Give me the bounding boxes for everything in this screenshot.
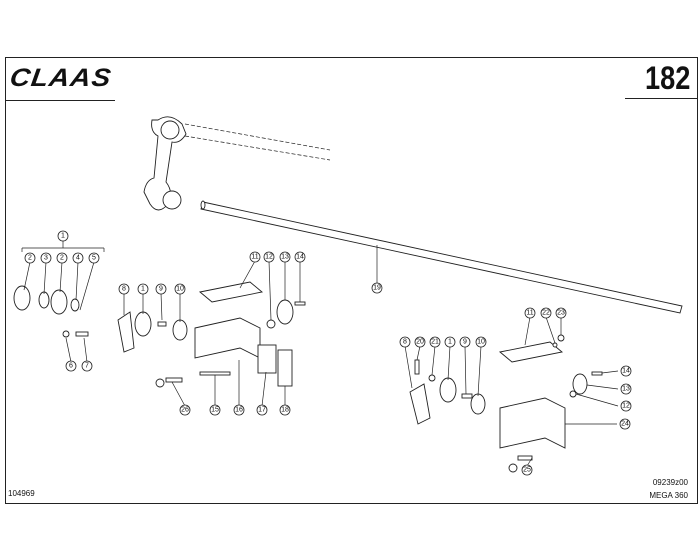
callout-8: 8 <box>399 336 411 348</box>
callout-4: 4 <box>72 252 84 264</box>
svg-text:1: 1 <box>61 233 65 240</box>
callout-8: 8 <box>118 283 130 295</box>
svg-text:10: 10 <box>176 286 184 293</box>
drawing-number: 104969 <box>8 489 35 498</box>
svg-text:11: 11 <box>526 310 533 317</box>
callout-24: 24 <box>619 418 631 430</box>
callout-25: 25 <box>521 464 533 476</box>
callouts-middle: 8 1 9 10 11 12 13 14 19 26 15 16 17 18 <box>118 251 383 416</box>
callout-17: 17 <box>256 404 268 416</box>
svg-text:25: 25 <box>523 467 531 474</box>
callout-13: 13 <box>620 383 632 395</box>
callout-21: 21 <box>429 336 441 348</box>
svg-text:22: 22 <box>542 310 550 317</box>
callout-7: 7 <box>81 360 93 372</box>
svg-text:11: 11 <box>251 254 258 261</box>
callout-16: 16 <box>233 404 245 416</box>
callout-5: 5 <box>88 252 100 264</box>
callout-22: 22 <box>540 307 552 319</box>
svg-text:2: 2 <box>60 255 64 262</box>
svg-text:26: 26 <box>181 407 189 414</box>
svg-text:1: 1 <box>141 286 145 293</box>
svg-text:9: 9 <box>463 339 467 346</box>
svg-text:8: 8 <box>122 286 126 293</box>
svg-text:12: 12 <box>622 403 630 410</box>
reference-code: 09239z00 <box>652 478 688 487</box>
bearing-assembly-left <box>13 285 89 338</box>
svg-text:18: 18 <box>281 407 289 414</box>
svg-text:12: 12 <box>265 254 273 261</box>
callout-14: 14 <box>620 365 632 377</box>
callout-26: 26 <box>179 404 191 416</box>
callout-1: 1 <box>137 283 149 295</box>
callout-12: 12 <box>263 251 275 263</box>
callout-1: 1 <box>444 336 456 348</box>
callouts-left: 1 2 3 2 4 5 6 7 <box>24 230 100 372</box>
drawing-frame <box>5 57 698 504</box>
bracket-assembly-right <box>409 334 603 473</box>
callout-13: 13 <box>279 251 291 263</box>
svg-text:1: 1 <box>448 339 452 346</box>
chain-drive <box>143 116 331 211</box>
svg-text:16: 16 <box>235 407 243 414</box>
svg-text:10: 10 <box>477 339 485 346</box>
svg-text:21: 21 <box>431 339 439 346</box>
svg-text:6: 6 <box>69 363 73 370</box>
callout-6: 6 <box>65 360 77 372</box>
svg-text:24: 24 <box>621 421 629 428</box>
callout-10: 10 <box>174 283 186 295</box>
callout-9: 9 <box>155 283 167 295</box>
divider <box>625 98 697 99</box>
callout-23: 23 <box>555 307 567 319</box>
svg-text:2: 2 <box>28 255 32 262</box>
callout-2: 2 <box>56 252 68 264</box>
svg-text:13: 13 <box>281 254 289 261</box>
bracket-assembly-middle <box>117 281 306 388</box>
svg-text:13: 13 <box>622 386 630 393</box>
svg-text:19: 19 <box>373 285 381 292</box>
svg-text:14: 14 <box>296 254 304 261</box>
svg-text:9: 9 <box>159 286 163 293</box>
svg-text:8: 8 <box>403 339 407 346</box>
svg-text:14: 14 <box>622 368 630 375</box>
shaft <box>200 200 683 314</box>
callout-11: 11 <box>524 307 536 319</box>
callouts-right: 8 20 21 1 9 10 11 22 23 14 13 12 24 25 <box>399 307 632 476</box>
callout-14: 14 <box>294 251 306 263</box>
callout-3: 3 <box>40 252 52 264</box>
svg-text:7: 7 <box>85 363 89 370</box>
page-number: 182 <box>644 60 690 96</box>
callout-9: 9 <box>459 336 471 348</box>
svg-text:5: 5 <box>92 255 96 262</box>
svg-text:20: 20 <box>416 339 424 346</box>
callout-10: 10 <box>475 336 487 348</box>
svg-text:3: 3 <box>44 255 48 262</box>
leader-lines <box>21 240 619 467</box>
callout-11: 11 <box>249 251 261 263</box>
svg-text:4: 4 <box>76 255 80 262</box>
callout-15: 15 <box>209 404 221 416</box>
callout-1: 1 <box>57 230 69 242</box>
model-label: MEGA 360 <box>649 491 688 500</box>
svg-text:23: 23 <box>557 310 565 317</box>
svg-text:17: 17 <box>258 407 266 414</box>
callout-20: 20 <box>414 336 426 348</box>
divider <box>5 100 115 101</box>
callout-2: 2 <box>24 252 36 264</box>
callout-12: 12 <box>620 400 632 412</box>
svg-text:15: 15 <box>211 407 219 414</box>
callout-18: 18 <box>279 404 291 416</box>
callout-19: 19 <box>371 282 383 294</box>
